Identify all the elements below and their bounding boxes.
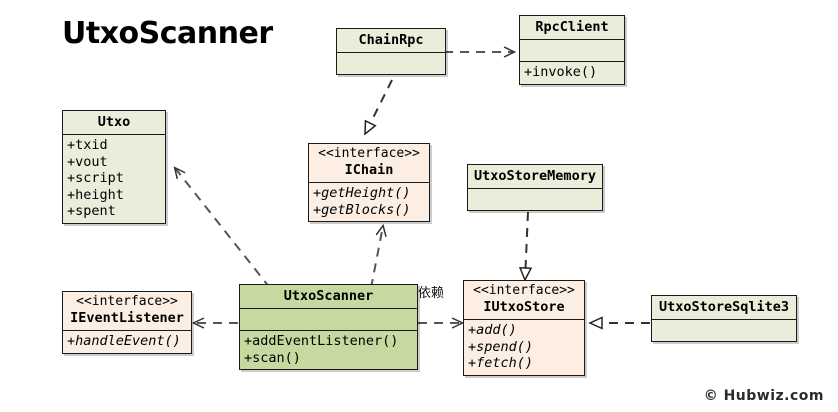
methods-compartment: +addEventListener() +scan() <box>240 330 417 369</box>
method-item: +getHeight() <box>313 185 411 202</box>
interface-name: IEventListener <box>70 309 184 326</box>
interface-node-ieventlistener[interactable]: <<interface>> IEventListener +handleEven… <box>62 291 192 354</box>
class-node-utxostorememory[interactable]: UtxoStoreMemory <box>467 164 603 212</box>
attributes-compartment: +txid +vout +script +height +spent <box>63 134 165 222</box>
attribute-item: +spent <box>67 203 116 220</box>
class-name: Utxo <box>97 114 131 130</box>
attributes-compartment <box>520 39 624 61</box>
class-node-utxoscanner[interactable]: UtxoScanner +addEventListener() +scan() <box>239 284 418 371</box>
edge-chainrpc-realizes-ichain <box>364 79 393 134</box>
stereotype-label: <<interface>> <box>76 294 178 309</box>
class-name-header: UtxoStoreMemory <box>468 165 602 188</box>
methods-compartment: +invoke() <box>520 61 624 83</box>
methods-compartment: +handleEvent() <box>63 330 191 352</box>
method-item: +spend() <box>468 338 534 355</box>
class-node-rpcclient[interactable]: RpcClient +invoke() <box>519 15 625 85</box>
method-item: +scan() <box>244 349 301 366</box>
watermark: © Hubwiz.com <box>703 388 824 404</box>
interface-name-header: <<interface>> IEventListener <box>63 292 191 330</box>
method-item: +add() <box>468 322 517 339</box>
interface-name: IUtxoStore <box>483 298 565 315</box>
interface-name-header: <<interface>> IUtxoStore <box>464 281 584 319</box>
edge-utxostorememory-realizes-iutxostore <box>525 211 528 280</box>
stereotype-label: <<interface>> <box>318 146 420 161</box>
class-name: RpcClient <box>535 19 609 35</box>
class-name: UtxoStoreSqlite3 <box>658 299 790 315</box>
class-node-utxostoresqlite3[interactable]: UtxoStoreSqlite3 <box>651 295 797 343</box>
method-item: +addEventListener() <box>244 333 399 350</box>
edge-label-dependency: 依赖 <box>418 286 445 301</box>
attribute-item: +vout <box>67 153 108 170</box>
class-node-chainrpc[interactable]: ChainRpc <box>336 28 446 76</box>
edge-utxoscanner-to-utxo <box>175 168 271 289</box>
class-name-header: UtxoStoreSqlite3 <box>652 296 796 319</box>
class-name-header: UtxoScanner <box>240 285 417 308</box>
attributes-compartment <box>652 319 796 341</box>
method-item: +handleEvent() <box>67 333 181 350</box>
method-item: +invoke() <box>524 64 598 81</box>
method-item: +getBlocks() <box>313 201 411 218</box>
stereotype-label: <<interface>> <box>473 283 575 298</box>
attribute-item: +height <box>67 186 124 203</box>
class-name-header: Utxo <box>63 111 165 134</box>
class-name: UtxoScanner <box>283 288 374 304</box>
class-node-utxo[interactable]: Utxo +txid +vout +script +height +spent <box>62 110 166 224</box>
interface-name: IChain <box>344 161 394 178</box>
attribute-item: +script <box>67 170 124 187</box>
interface-node-ichain[interactable]: <<interface>> IChain +getHeight() +getBl… <box>308 143 430 223</box>
class-name: UtxoStoreMemory <box>474 168 596 184</box>
class-name-header: ChainRpc <box>337 29 445 52</box>
attributes-compartment <box>468 188 602 210</box>
methods-compartment: +getHeight() +getBlocks() <box>309 182 429 221</box>
class-name-header: RpcClient <box>520 16 624 39</box>
attributes-compartment <box>240 308 417 330</box>
interface-name-header: <<interface>> IChain <box>309 144 429 182</box>
methods-compartment: +add() +spend() +fetch() <box>464 319 584 374</box>
edge-utxoscanner-to-ichain <box>370 226 383 289</box>
attributes-compartment <box>337 52 445 74</box>
interface-node-iutxostore[interactable]: <<interface>> IUtxoStore +add() +spend()… <box>463 280 585 376</box>
class-name: ChainRpc <box>358 32 424 48</box>
attribute-item: +txid <box>67 137 108 154</box>
method-item: +fetch() <box>468 355 534 372</box>
page-title: UtxoScanner <box>62 16 273 51</box>
